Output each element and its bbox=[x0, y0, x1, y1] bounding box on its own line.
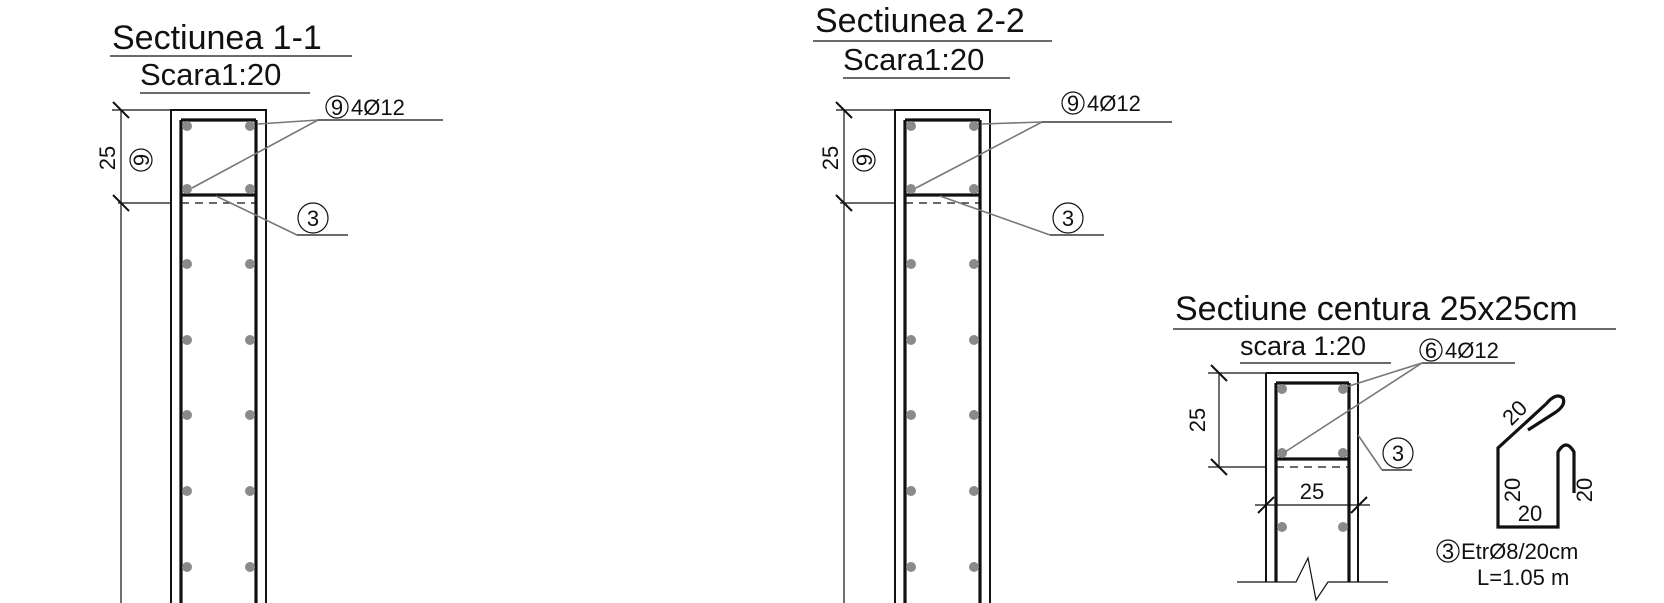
belt-bars-leader bbox=[1284, 362, 1423, 453]
belt-vdim-tick bbox=[1210, 458, 1228, 476]
section-2-bar bbox=[906, 335, 916, 345]
section-1-dimension-tick bbox=[112, 194, 130, 212]
stirrup-hook bbox=[1527, 394, 1566, 432]
section-1-bar bbox=[245, 259, 255, 269]
section-2-bar bbox=[906, 486, 916, 496]
belt-bar bbox=[1277, 522, 1287, 532]
section-1-bar bbox=[245, 486, 255, 496]
section-1-bars-leader bbox=[257, 119, 319, 125]
belt-stirrup-mark-circle bbox=[1382, 437, 1414, 469]
section-1-bars-label: 4Ø12 bbox=[351, 95, 405, 120]
section-1-bar bbox=[245, 410, 255, 420]
section-1-bar bbox=[245, 562, 255, 572]
belt-scale: scara 1:20 bbox=[1240, 331, 1366, 361]
stirrup-label: EtrØ8/20cm bbox=[1461, 539, 1578, 564]
section-2-dim-value: 25 bbox=[818, 146, 843, 170]
belt-bar bbox=[1277, 384, 1287, 394]
section-1-dim-value: 25 bbox=[95, 146, 120, 170]
belt-hdim-tick bbox=[1350, 496, 1368, 514]
stirrup-shape bbox=[1496, 402, 1576, 529]
section-2-bars-mark: 9 bbox=[1067, 91, 1079, 116]
belt-hdim-value: 25 bbox=[1300, 479, 1324, 504]
belt-bars-mark: 6 bbox=[1425, 338, 1437, 363]
section-1-bar bbox=[182, 486, 192, 496]
section-2-title: Sectiunea 2-2 bbox=[815, 2, 1025, 40]
section-2-dimension-tick bbox=[835, 101, 853, 119]
section-1-stirrup-mark: 3 bbox=[307, 206, 319, 231]
belt-vdim-tick bbox=[1210, 364, 1228, 382]
stirrup-dim-left: 20 bbox=[1500, 478, 1525, 502]
section-1-dim-mark: 9 bbox=[129, 154, 154, 166]
section-2-bar bbox=[906, 562, 916, 572]
stirrup-mark-circle bbox=[1436, 539, 1460, 563]
belt-bars-label: 4Ø12 bbox=[1445, 338, 1499, 363]
section-1-1: Sectiunea 1-1 Scara1:20 9 4Ø1 bbox=[95, 19, 443, 603]
belt-bar bbox=[1338, 384, 1348, 394]
stirrup-length: L=1.05 m bbox=[1477, 565, 1569, 590]
belt-bar bbox=[1277, 448, 1287, 458]
section-2-stirrup-leader bbox=[939, 195, 1051, 236]
stirrup-dim-right: 20 bbox=[1572, 478, 1597, 502]
section-belt: Sectiune centura 25x25cm scara 1:20 6 4Ø… bbox=[1173, 290, 1616, 602]
section-2-bars-label: 4Ø12 bbox=[1087, 91, 1141, 116]
section-2-bar bbox=[969, 184, 979, 194]
section-1-bar bbox=[182, 562, 192, 572]
section-2-bar bbox=[906, 121, 916, 131]
section-2-bar bbox=[969, 121, 979, 131]
section-2-scale: Scara1:20 bbox=[843, 42, 984, 77]
section-1-bar bbox=[182, 410, 192, 420]
stirrup-dim-hook: 20 bbox=[1497, 395, 1532, 430]
section-1-bars-mark: 9 bbox=[331, 95, 343, 120]
section-2-stirrup-mark: 3 bbox=[1062, 206, 1074, 231]
section-1-dim-mark-circle bbox=[129, 148, 153, 172]
section-2-bar bbox=[969, 410, 979, 420]
belt-bars-leader bbox=[1345, 362, 1423, 388]
section-1-title: Sectiunea 1-1 bbox=[112, 19, 322, 57]
section-1-bar bbox=[182, 184, 192, 194]
section-2-dimension-tick bbox=[835, 194, 853, 212]
belt-title: Sectiune centura 25x25cm bbox=[1175, 290, 1578, 328]
belt-bar bbox=[1338, 448, 1348, 458]
section-1-bar bbox=[245, 335, 255, 345]
stirrup-mark: 3 bbox=[1442, 539, 1454, 564]
section-2-bars-leader bbox=[915, 121, 1043, 189]
section-2-bar bbox=[969, 486, 979, 496]
stirrup-detail: 20 20 20 20 3 EtrØ8/20cm L=1.05 m bbox=[1436, 394, 1597, 590]
belt-stirrup-mark: 3 bbox=[1392, 441, 1404, 466]
section-1-bars-mark-circle bbox=[325, 95, 349, 119]
section-2-stirrup-mark-circle bbox=[1052, 202, 1084, 234]
section-2-bar bbox=[906, 410, 916, 420]
belt-break-line bbox=[1237, 556, 1388, 602]
section-1-stirrup-mark-circle bbox=[297, 202, 329, 234]
belt-bar bbox=[1338, 522, 1348, 532]
section-2-bar bbox=[969, 335, 979, 345]
section-1-bar bbox=[182, 335, 192, 345]
section-1-bar bbox=[182, 259, 192, 269]
section-2-dim-mark-circle bbox=[852, 148, 876, 172]
section-1-bars-leader bbox=[191, 119, 319, 189]
section-1-column-outline bbox=[170, 109, 267, 603]
belt-vdim-value: 25 bbox=[1185, 408, 1210, 432]
section-2-bars-leader bbox=[981, 121, 1043, 125]
belt-hdim-tick bbox=[1257, 496, 1275, 514]
section-1-dimension-tick bbox=[112, 101, 130, 119]
section-1-stirrup-leader bbox=[215, 195, 298, 236]
section-2-bar bbox=[906, 259, 916, 269]
section-1-bar bbox=[182, 121, 192, 131]
section-2-dim-mark: 9 bbox=[852, 154, 877, 166]
section-2-bar bbox=[969, 562, 979, 572]
section-2-column-outline bbox=[894, 109, 991, 603]
section-1-bar bbox=[245, 121, 255, 131]
section-2-bar bbox=[969, 259, 979, 269]
stirrup-dim-bottom: 20 bbox=[1518, 501, 1542, 526]
belt-stirrup-leader bbox=[1357, 434, 1383, 471]
section-2-bar bbox=[906, 184, 916, 194]
section-2-2: Sectiunea 2-2 Scara1:20 9 4Ø12 bbox=[813, 2, 1172, 603]
belt-bars-mark-circle bbox=[1419, 338, 1443, 362]
section-1-scale: Scara1:20 bbox=[140, 57, 281, 92]
section-2-bars-mark-circle bbox=[1061, 91, 1085, 115]
section-1-bar bbox=[245, 184, 255, 194]
